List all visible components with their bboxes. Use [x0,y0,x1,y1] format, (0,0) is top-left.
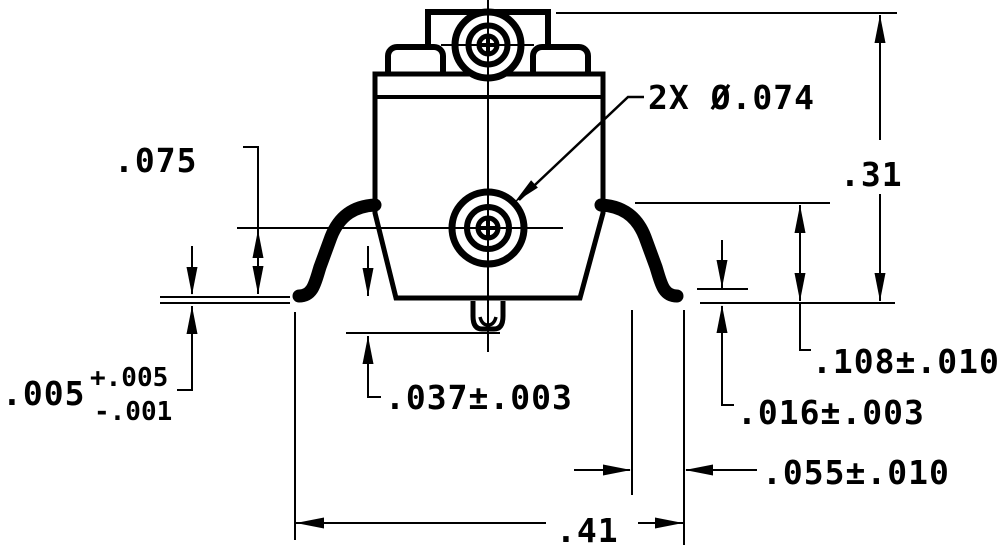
arrowhead [186,267,198,295]
dim-lead-height-label: .108±.010 [812,342,1000,381]
dim-standoff-tol-plus-label: +.005 [90,363,168,393]
dim-016-line-lower [721,306,734,406]
hole-callout-leader [518,95,644,201]
dim-108-tail [799,303,811,351]
dim-overall-height-label: .31 [840,155,903,194]
dim-pin-protrusion-label: .037±.003 [385,378,573,417]
arrowhead [514,180,538,203]
left-lead [292,198,382,303]
arrowhead [794,273,806,301]
arrowhead [362,268,374,296]
dim-foot-length-label: .055±.010 [762,453,950,492]
arrowhead [296,517,324,529]
dim-overall-span-label: .41 [556,511,619,550]
centerlines [237,0,563,352]
arrowhead [874,273,886,301]
arrowhead [603,464,631,476]
arrowhead [252,230,264,258]
arrowhead [716,305,728,333]
arrowhead [685,464,713,476]
dim-lead-thickness-label: .016±.003 [737,393,925,432]
arrowhead [874,15,886,43]
dim-standoff-tol-minus-label: -.001 [94,397,172,427]
arrowhead [252,266,264,294]
arrowhead [655,517,683,529]
extension-lines [160,12,897,545]
arrowhead [186,306,198,334]
dimension-lines [177,15,886,529]
dim-centerline-to-base-label: .075 [114,141,197,180]
right-lead [594,198,684,303]
dim-standoff-label: .005 [2,374,85,413]
dimension-labels: 2X Ø.074 .31 .075 .005 +.005 -.001 .037±… [2,78,1000,550]
arrowhead [794,205,806,233]
dim-hole-callout-label: 2X Ø.074 [648,78,815,117]
dim-037-line-lower [367,336,381,398]
arrowhead [716,260,728,288]
arrowhead [362,336,374,364]
